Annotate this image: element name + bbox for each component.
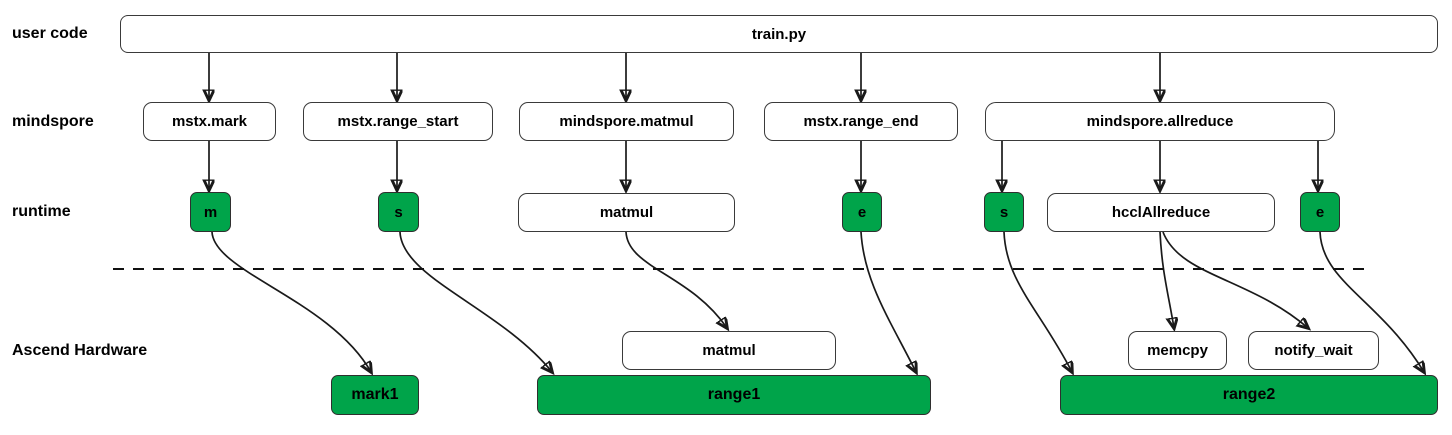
node-mstx-range-end[interactable]: mstx.range_end <box>764 102 958 141</box>
link-hccl-to-notify-wait <box>1162 231 1308 328</box>
link-matmul-to-hw-matmul <box>625 231 727 328</box>
node-hw-memcpy[interactable]: memcpy <box>1128 331 1227 370</box>
node-hw-notify-wait[interactable]: notify_wait <box>1248 331 1379 370</box>
node-train-py[interactable]: train.py <box>120 15 1438 53</box>
link-e1-to-range1-end <box>860 231 916 372</box>
node-hw-range1[interactable]: range1 <box>537 375 931 415</box>
node-mindspore-matmul[interactable]: mindspore.matmul <box>519 102 734 141</box>
node-runtime-hccl-allreduce[interactable]: hcclAllreduce <box>1047 193 1275 232</box>
node-runtime-start-tag-1[interactable]: s <box>378 192 419 232</box>
link-s2-to-range2 <box>1003 231 1072 372</box>
node-runtime-mark-tag[interactable]: m <box>190 192 231 232</box>
link-m-to-mark1 <box>211 231 371 372</box>
link-hccl-to-memcpy <box>1159 231 1174 328</box>
node-runtime-start-tag-2[interactable]: s <box>984 192 1024 232</box>
row-label-runtime: runtime <box>12 203 71 220</box>
node-runtime-end-tag-2[interactable]: e <box>1300 192 1340 232</box>
node-hw-mark1[interactable]: mark1 <box>331 375 419 415</box>
link-s1-to-range1 <box>399 231 552 372</box>
node-mindspore-allreduce[interactable]: mindspore.allreduce <box>985 102 1335 141</box>
node-mstx-range-start[interactable]: mstx.range_start <box>303 102 493 141</box>
row-label-user-code: user code <box>12 25 88 42</box>
node-runtime-matmul[interactable]: matmul <box>518 193 735 232</box>
row-label-ascend-hardware: Ascend Hardware <box>12 342 148 359</box>
node-runtime-end-tag-1[interactable]: e <box>842 192 882 232</box>
row-label-mindspore: mindspore <box>12 113 94 130</box>
node-mstx-mark[interactable]: mstx.mark <box>143 102 276 141</box>
node-hw-matmul[interactable]: matmul <box>622 331 836 370</box>
node-hw-range2[interactable]: range2 <box>1060 375 1438 415</box>
